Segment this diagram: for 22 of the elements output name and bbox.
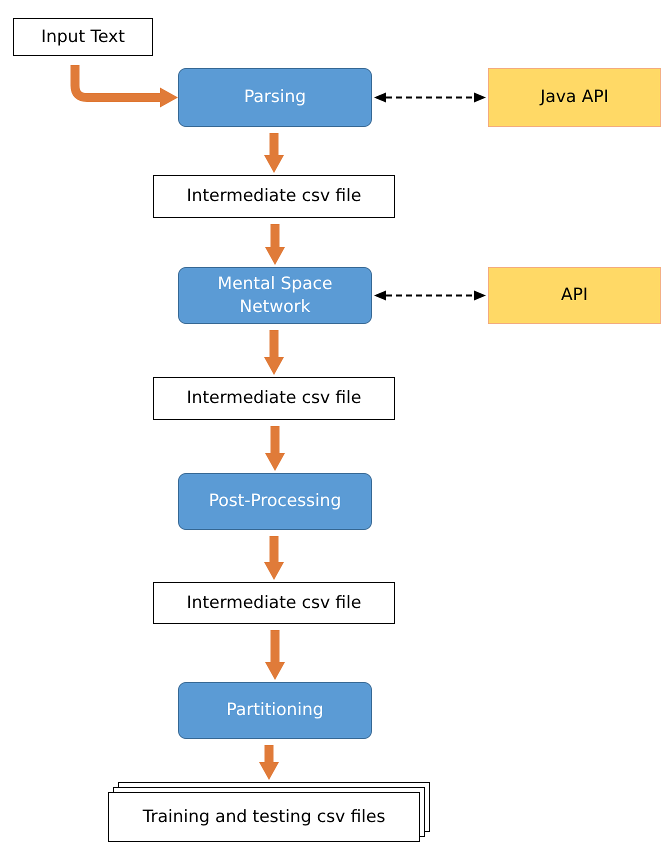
node-label: Parsing (244, 86, 306, 109)
document-stack (108, 782, 430, 842)
node-label: Intermediate csv file (186, 592, 362, 614)
process-box (178, 68, 372, 127)
document-box (153, 582, 395, 624)
node-label: Intermediate csv file (186, 185, 362, 208)
node-label: Partitioning (226, 699, 324, 722)
document-box (153, 377, 395, 420)
node-label: Mental Space Network (216, 273, 334, 318)
api-box (488, 68, 661, 127)
process-box (178, 682, 372, 739)
node-label: Training and testing csv files (142, 806, 386, 828)
node-label: Intermediate csv file (186, 387, 362, 410)
node-label: API (561, 284, 588, 307)
process-box (178, 267, 372, 324)
node-label: Post-Processing (208, 490, 342, 513)
document-box (13, 18, 153, 56)
node-label: Input Text (41, 26, 125, 48)
document-box (153, 175, 395, 218)
api-box (488, 267, 661, 324)
process-box (178, 473, 372, 530)
node-label: Java API (540, 86, 609, 109)
